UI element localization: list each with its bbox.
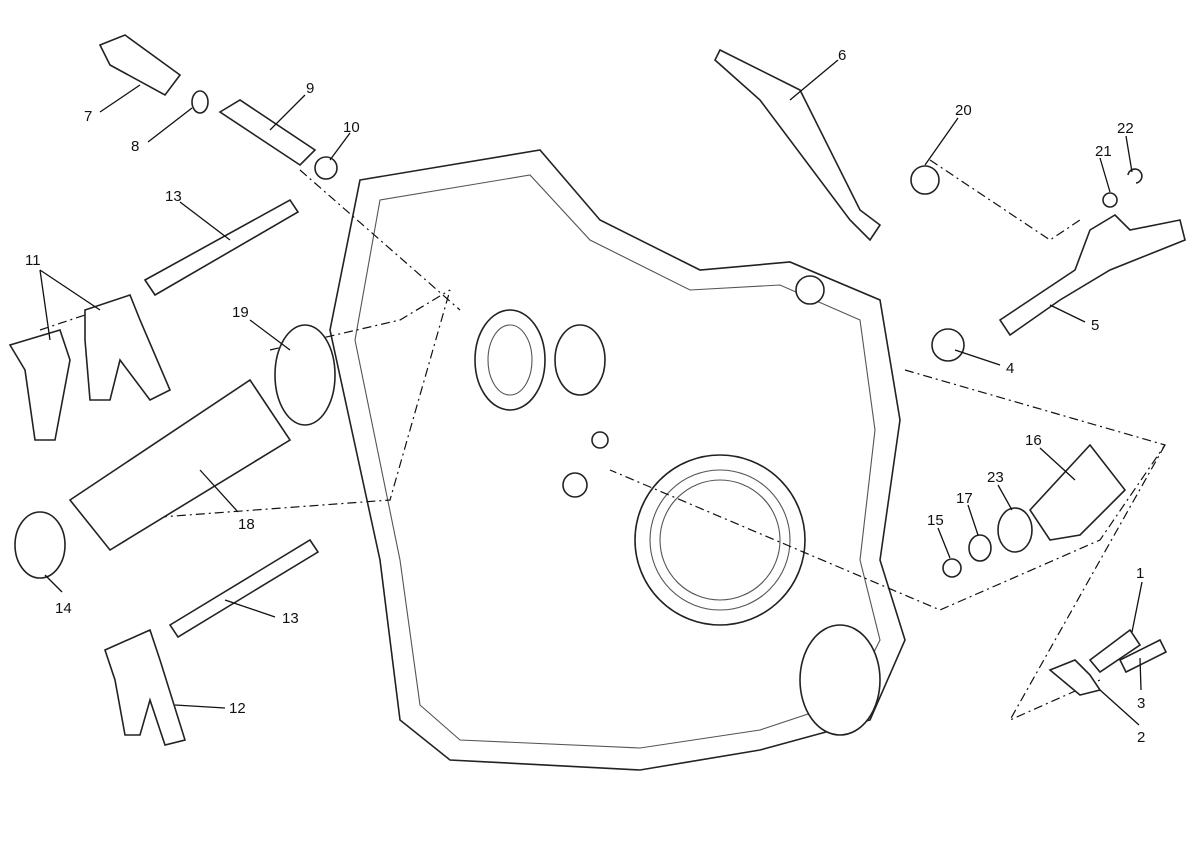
callout-19: 19 xyxy=(232,304,249,321)
crankcase-half xyxy=(329,149,906,771)
part-19-oring xyxy=(274,324,336,426)
part-23-seal xyxy=(997,507,1033,553)
callout-8: 8 xyxy=(131,138,139,155)
part-11-fork-a xyxy=(8,329,71,441)
part-3-screw xyxy=(1118,638,1168,674)
part-13-rod-lower xyxy=(168,538,320,639)
part-13-rod-upper xyxy=(143,198,300,297)
callout-5: 5 xyxy=(1091,317,1099,334)
callout-14: 14 xyxy=(55,600,72,617)
part-9-spring xyxy=(218,99,317,167)
part-7-plug xyxy=(98,34,182,97)
callout-13-upper: 13 xyxy=(165,188,182,205)
part-17-washer xyxy=(968,534,992,562)
part-14-oring xyxy=(14,511,66,579)
part-10-ball xyxy=(314,156,338,180)
callout-11: 11 xyxy=(25,252,41,269)
callout-12: 12 xyxy=(229,700,246,717)
part-15-circlip xyxy=(942,558,962,578)
part-8-washer xyxy=(191,90,209,114)
callout-labels: 1 2 3 4 5 6 7 8 9 10 11 12 13 13 14 15 1… xyxy=(25,47,1145,746)
callout-9: 9 xyxy=(306,80,314,97)
callout-16: 16 xyxy=(1025,432,1042,449)
callout-1: 1 xyxy=(1136,565,1144,582)
callout-4: 4 xyxy=(1006,360,1014,377)
part-12-fork xyxy=(104,628,187,746)
part-6-lever xyxy=(714,48,882,242)
callout-23: 23 xyxy=(987,469,1004,486)
callout-22: 22 xyxy=(1117,120,1134,137)
part-16-plate xyxy=(1028,443,1127,541)
part-22-clip xyxy=(1127,168,1143,184)
callout-18: 18 xyxy=(238,516,255,533)
part-1-screw xyxy=(1088,628,1142,674)
part-5-shaft xyxy=(998,213,1186,337)
parts xyxy=(8,34,1186,746)
callout-6: 6 xyxy=(838,47,846,64)
callout-21: 21 xyxy=(1095,143,1112,160)
callout-20: 20 xyxy=(955,102,972,119)
callout-2: 2 xyxy=(1137,729,1145,746)
part-11-fork-b xyxy=(84,294,172,402)
callout-10: 10 xyxy=(343,119,360,136)
part-2-plate xyxy=(1048,659,1102,696)
part-4-spring xyxy=(931,328,965,362)
leader-lines xyxy=(39,59,1143,726)
part-18-drum xyxy=(68,378,292,552)
callout-13-lower: 13 xyxy=(282,610,299,627)
part-21-washer xyxy=(1102,192,1118,208)
callout-7: 7 xyxy=(84,108,92,125)
callout-15: 15 xyxy=(927,512,944,529)
part-20-spring xyxy=(910,165,940,195)
callout-17: 17 xyxy=(956,490,973,507)
callout-3: 3 xyxy=(1137,695,1145,712)
